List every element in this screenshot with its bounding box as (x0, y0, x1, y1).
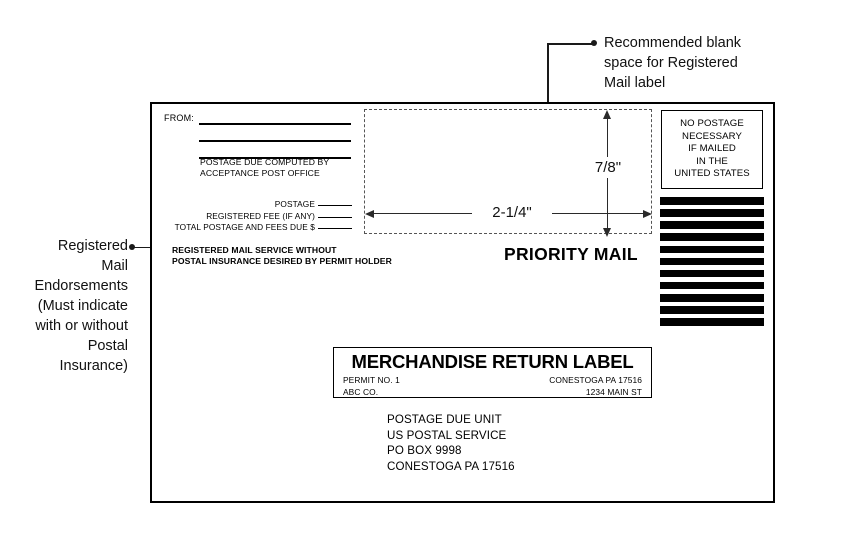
barcode-bar (660, 245, 764, 254)
no-postage-necessary-box: NO POSTAGE NECESSARY IF MAILED IN THE UN… (661, 110, 763, 189)
left-callout-bullet-icon (129, 244, 135, 250)
width-dimension-left-arrowhead-icon (365, 209, 374, 218)
merchandise-return-label-title: MERCHANDISE RETURN LABEL (351, 351, 634, 372)
facing-identification-barcode (660, 197, 764, 326)
no-postage-line-5: UNITED STATES (674, 168, 750, 180)
barcode-bar (660, 233, 764, 241)
from-line-3 (199, 157, 351, 159)
top-callout-leader-horizontal (548, 43, 594, 45)
barcode-bar (660, 294, 764, 302)
barcode-bar (660, 197, 764, 205)
from-line-2 (199, 140, 351, 142)
width-dimension-right-arrowhead-icon (643, 209, 652, 218)
fee-row-postage: POSTAGE (162, 199, 352, 211)
merchandise-label-row-2: ABC CO. 1234 MAIN ST (334, 387, 651, 397)
barcode-bar (660, 257, 764, 266)
barcode-bar (660, 269, 764, 278)
top-callout-leader-vertical (547, 43, 549, 156)
barcode-bar (660, 318, 764, 326)
recommended-blank-space-callout: Recommended blank space for Registered M… (604, 35, 742, 91)
label-city-state-zip: CONESTOGA PA 17516 (549, 375, 642, 385)
from-line-1 (199, 123, 351, 125)
fee-row-registered: REGISTERED FEE (IF ANY) (162, 211, 352, 223)
height-dimension-label: 7/8" (586, 157, 630, 178)
delivery-address-block: POSTAGE DUE UNIT US POSTAL SERVICE PO BO… (387, 413, 515, 473)
priority-mail-text: PRIORITY MAIL (504, 244, 638, 264)
barcode-bar (660, 306, 764, 314)
label-street: 1234 MAIN ST (585, 387, 642, 397)
no-postage-line-4: IN THE (696, 155, 728, 167)
company-name: ABC CO. (343, 387, 379, 397)
permit-number: PERMIT NO. 1 (343, 375, 400, 385)
no-postage-line-1: NO POSTAGE (680, 118, 744, 130)
fee-label-total: TOTAL POSTAGE AND FEES DUE $ (174, 222, 315, 233)
merchandise-return-label-box: MERCHANDISE RETURN LABEL PERMIT NO. 1 CO… (333, 347, 652, 398)
fee-label-postage: POSTAGE (274, 199, 315, 209)
fee-lines-block: POSTAGE REGISTERED FEE (IF ANY) TOTAL PO… (162, 199, 352, 234)
fee-row-total: TOTAL POSTAGE AND FEES DUE $ (162, 222, 352, 234)
fee-blank-postage (318, 205, 352, 206)
from-label: FROM: (164, 113, 194, 123)
fee-blank-registered (318, 216, 352, 218)
fee-label-registered: REGISTERED FEE (IF ANY) (206, 210, 315, 221)
width-dimension-label: 2-1/4" (472, 204, 552, 221)
left-callout-leader-horizontal (133, 246, 165, 249)
height-dimension-bottom-arrowhead-icon (603, 228, 611, 237)
no-postage-line-2: NECESSARY (682, 130, 742, 142)
barcode-bar (660, 209, 764, 217)
barcode-bar (660, 281, 764, 290)
fee-blank-total (318, 228, 352, 230)
height-dimension-top-arrowhead-icon (603, 110, 611, 119)
no-postage-line-3: IF MAILED (688, 143, 736, 155)
barcode-bar (660, 221, 764, 229)
postage-due-computed-note: POSTAGE DUE COMPUTED BY ACCEPTANCE POST … (200, 157, 330, 178)
registered-mail-endorsement-text: REGISTERED MAIL SERVICE WITHOUT POSTAL I… (172, 245, 392, 266)
recommended-blank-space-box (364, 109, 652, 234)
envelope-outline: FROM: POSTAGE DUE COMPUTED BY ACCEPTANCE… (150, 102, 775, 503)
top-callout-bullet-icon (591, 40, 597, 46)
merchandise-label-row-1: PERMIT NO. 1 CONESTOGA PA 17516 (334, 375, 651, 385)
registered-mail-endorsements-callout: Registered Mail Endorsements (Must indic… (34, 238, 129, 374)
